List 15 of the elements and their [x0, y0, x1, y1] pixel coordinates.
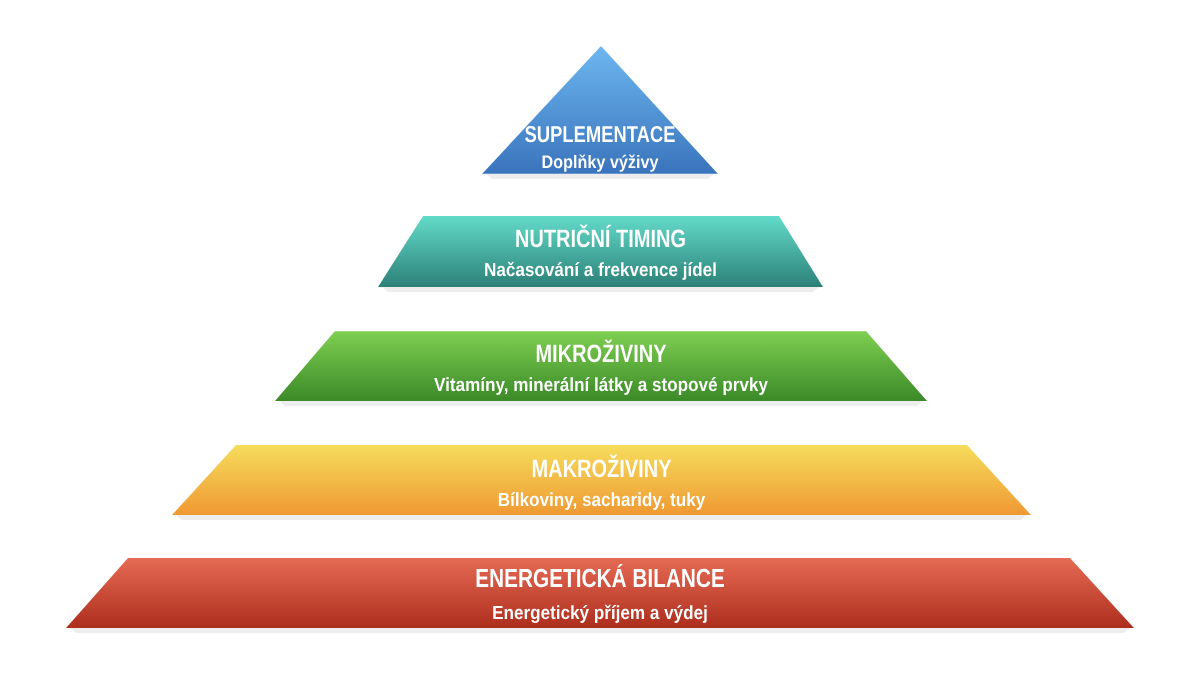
tier-subheading: Energetický příjem a výdej — [493, 604, 707, 624]
tier-subheading: Bílkoviny, sacharidy, tuky — [498, 492, 706, 510]
tier-heading: NUTRIČNÍ TIMING — [516, 224, 685, 248]
pyramid-tier — [378, 216, 823, 292]
tier-subheading: Doplňky výživy — [542, 154, 659, 172]
tier-subheading: Načasování a frekvence jídel — [485, 261, 716, 280]
pyramid-tier — [66, 558, 1134, 633]
tier-heading: MIKROŽIVINY — [536, 339, 667, 363]
tier-heading: SUPLEMENTACE — [525, 125, 675, 143]
tier-heading: MAKROŽIVINY — [532, 454, 672, 478]
tier-heading: ENERGETICKÁ BILANCE — [476, 563, 724, 588]
tier-subheading: Vitamíny, minerální látky a stopové prvky — [434, 377, 768, 395]
pyramid-tier — [172, 445, 1031, 520]
pyramid-tier — [482, 46, 718, 179]
pyramid-tier — [275, 331, 927, 406]
